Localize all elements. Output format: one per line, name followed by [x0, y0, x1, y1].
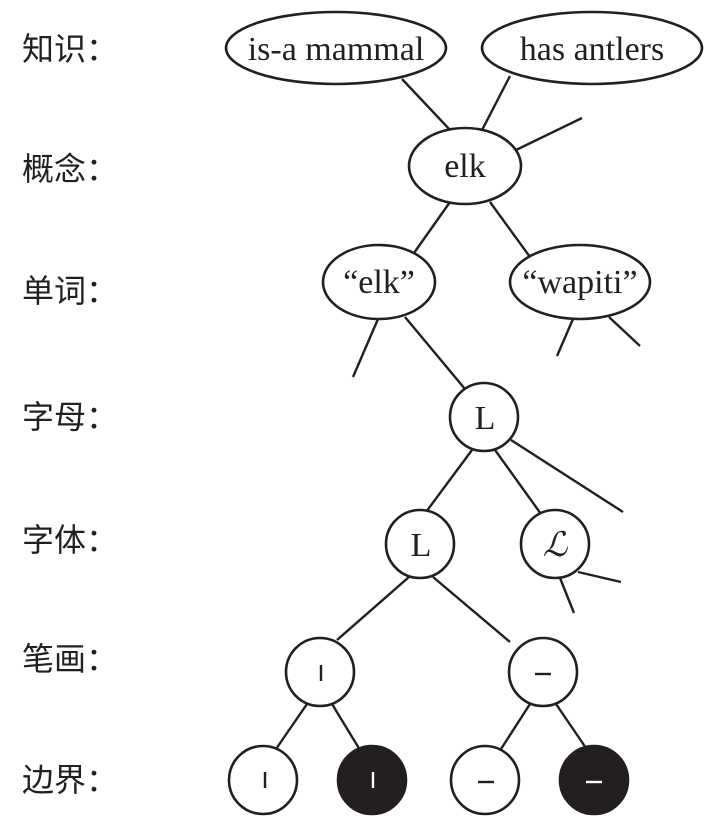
node-font-roman-L: L — [384, 508, 456, 580]
node-shape — [519, 508, 591, 580]
node-shape — [507, 636, 579, 708]
link-wapiti-dangling-2 — [608, 316, 641, 347]
node-label: L — [411, 527, 432, 564]
link-word-elk-dangling — [351, 318, 380, 378]
node-word-elk: “elk” — [321, 243, 437, 321]
node-knowledge-antlers: has antlers — [480, 10, 704, 86]
link-letter-dangling — [510, 438, 624, 514]
link-stroke-v-edge-light — [275, 703, 308, 750]
link-stroke-h-edge-light — [499, 703, 532, 750]
level-label-word: 单词： — [22, 272, 118, 310]
node-label: “wapiti” — [522, 264, 637, 301]
link-mammal-elk — [401, 78, 452, 132]
node-shape — [407, 126, 523, 206]
node-shape — [448, 381, 520, 453]
node-label: is-a mammal — [248, 31, 425, 68]
level-label-knowledge: 知识： — [22, 30, 118, 68]
node-label: ℒ — [543, 525, 569, 565]
node-shape — [227, 744, 299, 816]
link-elk-word-elk — [413, 201, 451, 254]
link-elk-dangling — [515, 116, 583, 152]
link-wapiti-dangling-1 — [555, 318, 575, 357]
node-label: “elk” — [343, 264, 415, 301]
node-shape — [508, 243, 652, 321]
link-letter-font-roman — [425, 449, 473, 513]
node-font-script-L: ℒ — [519, 508, 591, 580]
node-concept-elk: elk — [407, 126, 523, 206]
link-letter-font-script — [494, 449, 542, 515]
node-shape — [449, 744, 521, 816]
link-font-stroke-vertical — [336, 576, 410, 641]
node-letter-L: L — [448, 381, 520, 453]
link-elk-word-wapiti — [489, 201, 531, 258]
connections — [275, 75, 641, 751]
level-label-concept: 概念： — [22, 150, 118, 188]
node-knowledge-mammal: is-a mammal — [224, 10, 448, 86]
level-label-edge: 边界： — [22, 761, 118, 799]
node-label: has antlers — [520, 31, 664, 68]
node-shape — [558, 744, 630, 816]
link-script-dangling-2 — [577, 570, 622, 584]
node-stroke-horizontal — [507, 636, 579, 708]
link-stroke-v-edge-dark — [330, 703, 362, 751]
link-font-stroke-horizontal — [432, 576, 511, 643]
node-label: elk — [444, 148, 486, 185]
node-edge-horizontal-dark — [558, 744, 630, 816]
node-word-wapiti: “wapiti” — [508, 243, 652, 321]
node-shape — [321, 243, 437, 321]
level-label-font: 字体： — [22, 521, 118, 559]
node-edge-vertical-dark — [336, 744, 408, 816]
level-label-stroke: 笔画： — [22, 640, 118, 678]
node-edge-horizontal-light — [449, 744, 521, 816]
link-antlers-elk — [479, 75, 512, 133]
node-shape — [224, 10, 448, 86]
node-label: L — [475, 400, 496, 437]
node-stroke-vertical — [284, 636, 356, 708]
node-shape — [384, 508, 456, 580]
node-edge-vertical-light — [227, 744, 299, 816]
link-stroke-h-edge-dark — [555, 703, 587, 749]
node-shape — [480, 10, 704, 86]
link-word-elk-letter — [404, 316, 466, 390]
level-label-letter: 字母： — [22, 398, 118, 436]
link-script-dangling-1 — [558, 577, 576, 614]
